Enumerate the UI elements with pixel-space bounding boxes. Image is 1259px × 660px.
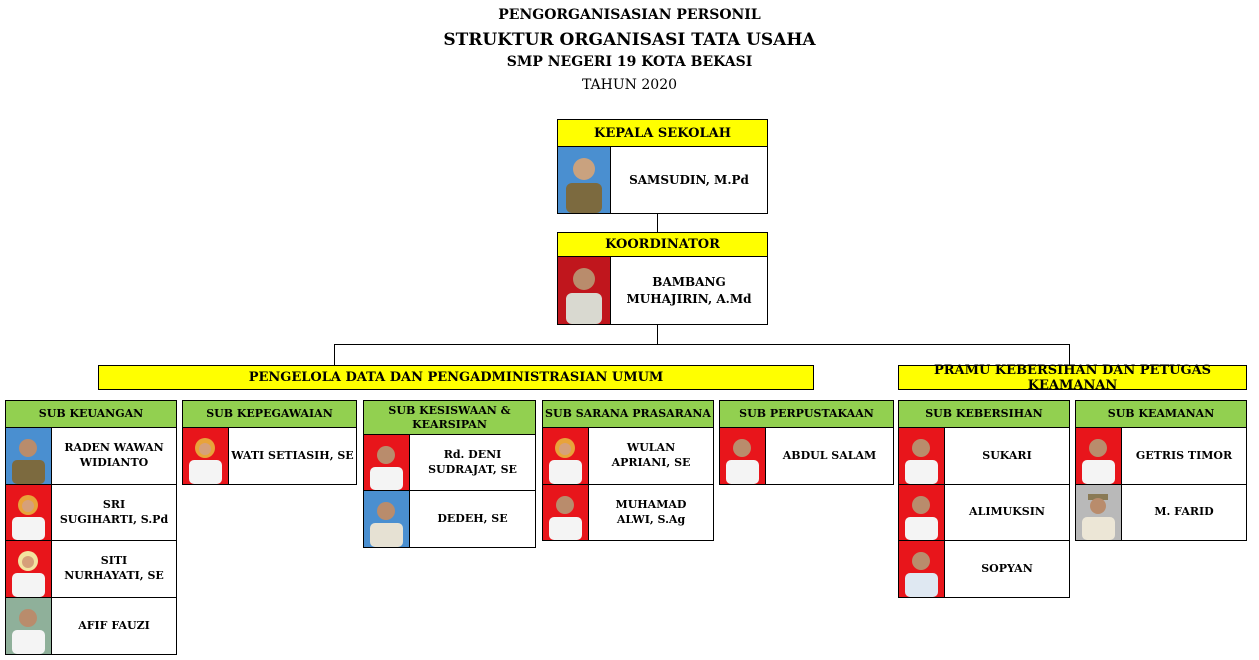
member-name: SUKARI bbox=[982, 448, 1032, 462]
sub-perpustakaan-title: SUB PERPUSTAKAAN bbox=[719, 400, 894, 428]
list-item: DEDEH, SE bbox=[363, 490, 536, 548]
group-pramu: PRAMU KEBERSIHAN DAN PETUGAS KEAMANAN bbox=[898, 363, 1247, 393]
member-photo bbox=[6, 428, 52, 484]
kepala-sekolah-title: KEPALA SEKOLAH bbox=[557, 119, 768, 147]
member-photo bbox=[899, 428, 945, 484]
connector-koordinator-down bbox=[657, 324, 658, 344]
list-item: M. FARID bbox=[1075, 484, 1247, 541]
member-name: DEDEH, SE bbox=[437, 511, 508, 525]
koordinator-title: KOORDINATOR bbox=[557, 232, 768, 257]
kepala-sekolah-name: SAMSUDIN, M.Pd bbox=[629, 172, 749, 187]
member-photo bbox=[543, 485, 589, 540]
member-name: GETRIS TIMOR bbox=[1135, 448, 1233, 462]
list-item: SUKARI bbox=[898, 427, 1070, 485]
list-item: GETRIS TIMOR bbox=[1075, 427, 1247, 485]
member-photo bbox=[1076, 485, 1122, 540]
sub-sarana-title: SUB SARANA PRASARANA bbox=[542, 400, 714, 428]
connector-kepala-koordinator bbox=[657, 213, 658, 233]
list-item: WATI SETIASIH, SE bbox=[182, 427, 357, 485]
member-name: ALIMUKSIN bbox=[969, 505, 1045, 519]
member-photo bbox=[899, 485, 945, 540]
member-photo bbox=[720, 428, 766, 484]
member-photo bbox=[6, 541, 52, 597]
member-photo bbox=[183, 428, 229, 484]
kepala-sekolah-card: SAMSUDIN, M.Pd bbox=[557, 146, 768, 214]
header-line-1: PENGORGANISASIAN PERSONIL bbox=[498, 7, 761, 23]
member-photo bbox=[1076, 428, 1122, 484]
member-name: AFIF FAUZI bbox=[78, 618, 150, 632]
sub-kesiswaan-title: SUB KESISWAAN &KEARSIPAN bbox=[363, 400, 536, 435]
connector-to-pramu bbox=[1069, 344, 1070, 366]
connector-horizontal bbox=[334, 344, 1070, 345]
member-photo bbox=[364, 491, 410, 547]
member-photo bbox=[364, 435, 410, 490]
member-name: WATI SETIASIH, SE bbox=[231, 448, 354, 462]
list-item: ABDUL SALAM bbox=[719, 427, 894, 485]
year-label: TAHUN 2020 bbox=[581, 77, 678, 93]
kepala-sekolah-photo bbox=[558, 147, 611, 213]
member-photo bbox=[543, 428, 589, 484]
group-pengelola: PENGELOLA DATA DAN PENGADMINISTRASIAN UM… bbox=[98, 365, 814, 390]
list-item: ALIMUKSIN bbox=[898, 484, 1070, 541]
page-title: STRUKTUR ORGANISASI TATA USAHA bbox=[443, 30, 816, 50]
sub-kepegawaian-title: SUB KEPEGAWAIAN bbox=[182, 400, 357, 428]
member-name: M. FARID bbox=[1154, 505, 1214, 519]
list-item: SOPYAN bbox=[898, 540, 1070, 598]
member-photo bbox=[6, 598, 52, 654]
member-photo bbox=[899, 541, 945, 597]
sub-kebersihan-title: SUB KEBERSIHAN bbox=[898, 400, 1070, 428]
member-name: ABDUL SALAM bbox=[782, 448, 877, 462]
school-name: SMP NEGERI 19 KOTA BEKASI bbox=[506, 54, 753, 70]
connector-to-pengelola bbox=[334, 344, 335, 366]
sub-keuangan-title: SUB KEUANGAN bbox=[5, 400, 177, 428]
member-name: SOPYAN bbox=[981, 561, 1033, 575]
list-item: AFIF FAUZI bbox=[5, 597, 177, 655]
sub-keamanan-title: SUB KEAMANAN bbox=[1075, 400, 1247, 428]
koordinator-photo bbox=[558, 257, 611, 324]
member-photo bbox=[6, 485, 52, 540]
